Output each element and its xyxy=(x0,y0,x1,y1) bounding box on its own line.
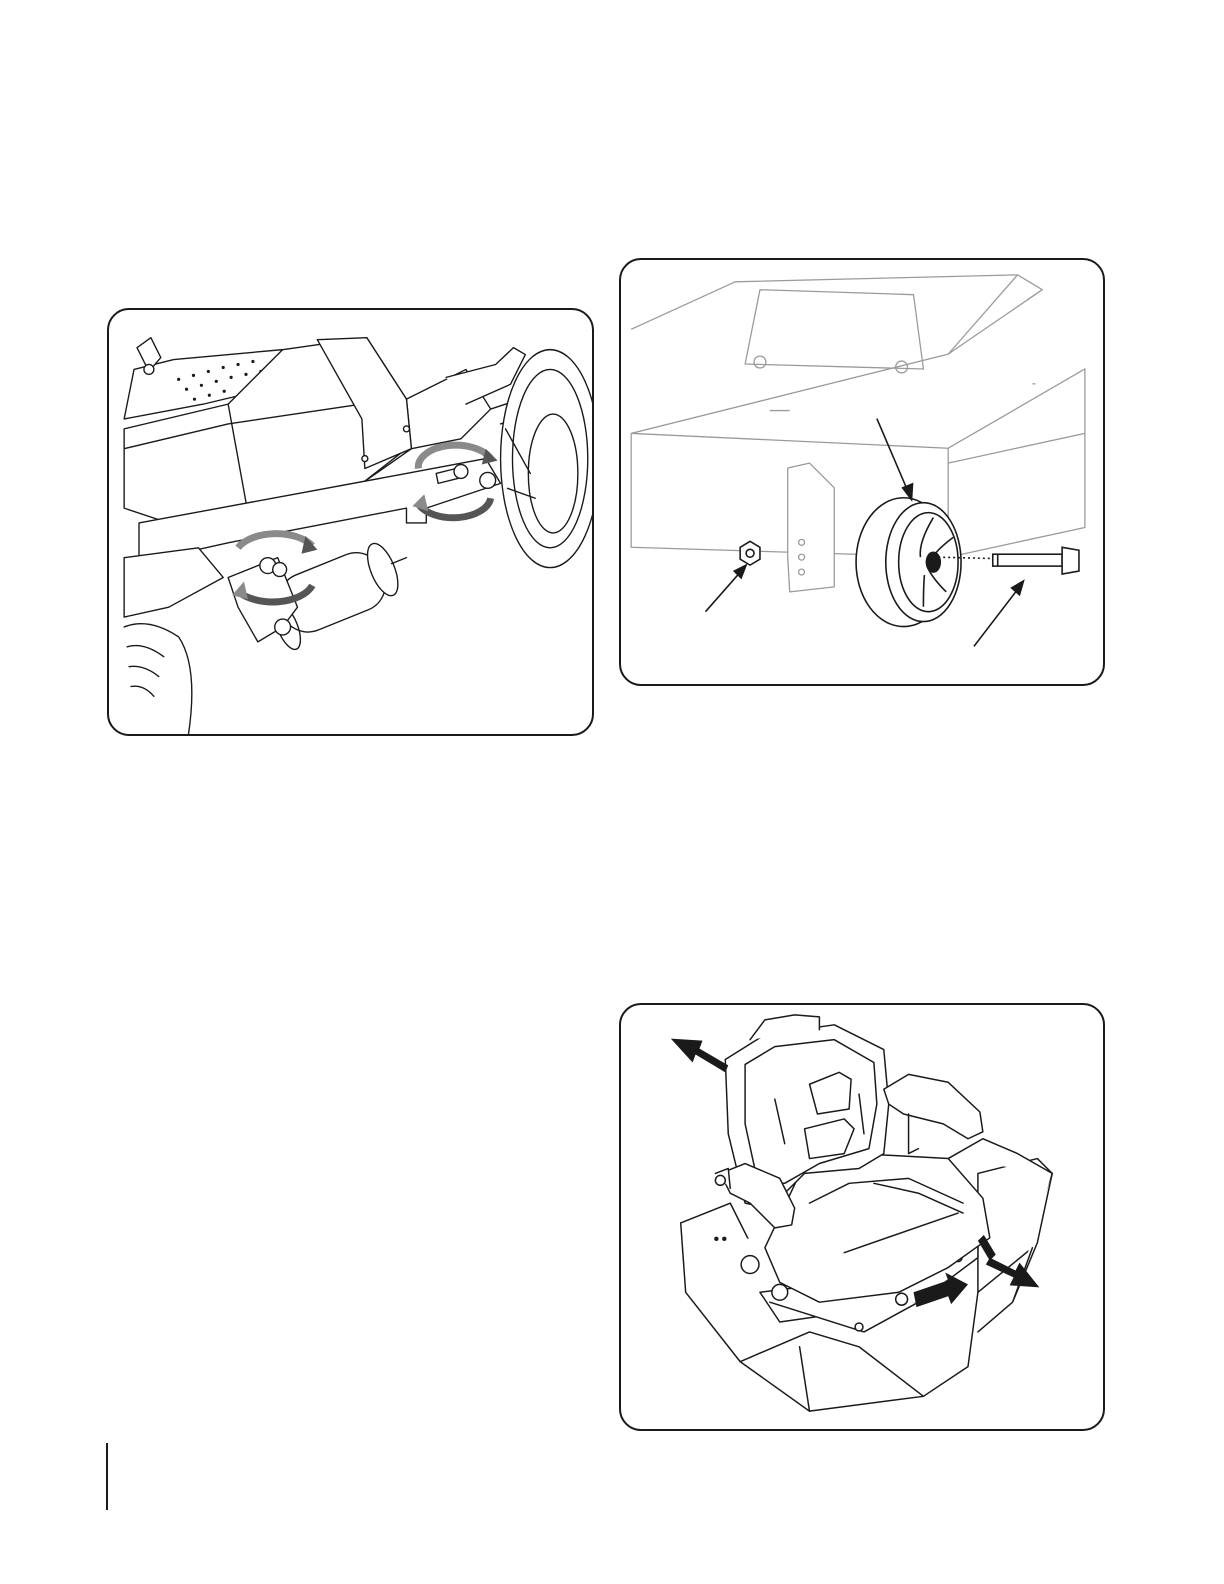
deck-roller-illustration xyxy=(109,310,592,734)
figure-seat-adjustment xyxy=(619,1003,1105,1431)
seat-illustration xyxy=(621,1005,1103,1429)
figure-deck-roller xyxy=(107,308,594,736)
gauge-wheel-illustration xyxy=(621,260,1103,684)
callout-arrow-icon xyxy=(974,581,1024,646)
move-arrow-icon xyxy=(671,1039,728,1073)
figure-gauge-wheel xyxy=(619,258,1105,686)
callout-arrow-icon xyxy=(705,565,746,612)
callout-arrow-icon xyxy=(877,419,913,500)
margin-rule xyxy=(106,1443,108,1510)
